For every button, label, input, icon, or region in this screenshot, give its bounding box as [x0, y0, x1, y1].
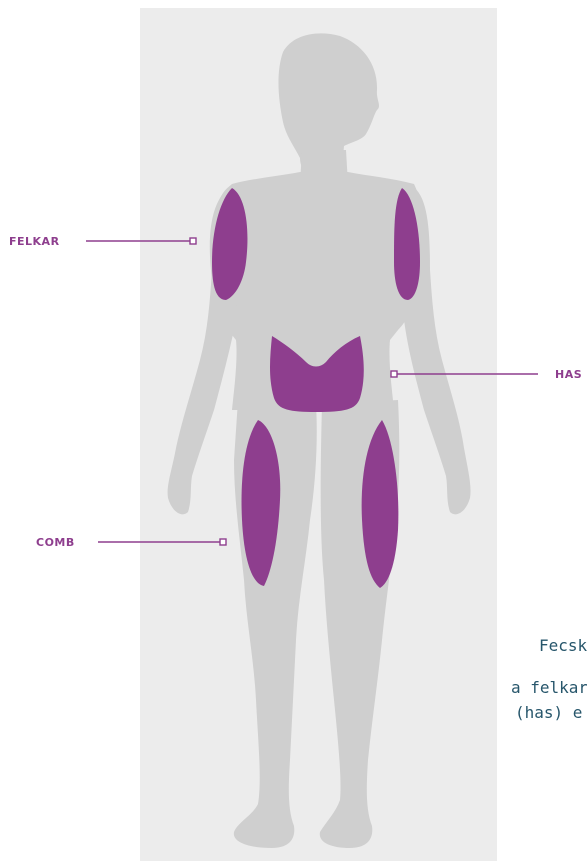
- caption-line-3: (has) e: [515, 703, 582, 722]
- comb-marker: [220, 539, 226, 545]
- label-has: HAS: [555, 368, 582, 381]
- label-comb: COMB: [36, 536, 75, 549]
- has-marker: [391, 371, 397, 377]
- caption-line-2: a felkar: [511, 678, 587, 697]
- label-felkar: FELKAR: [9, 235, 60, 248]
- human-silhouette: [168, 33, 471, 848]
- caption-line-1: Fecsk: [539, 636, 587, 655]
- felkar-marker: [190, 238, 196, 244]
